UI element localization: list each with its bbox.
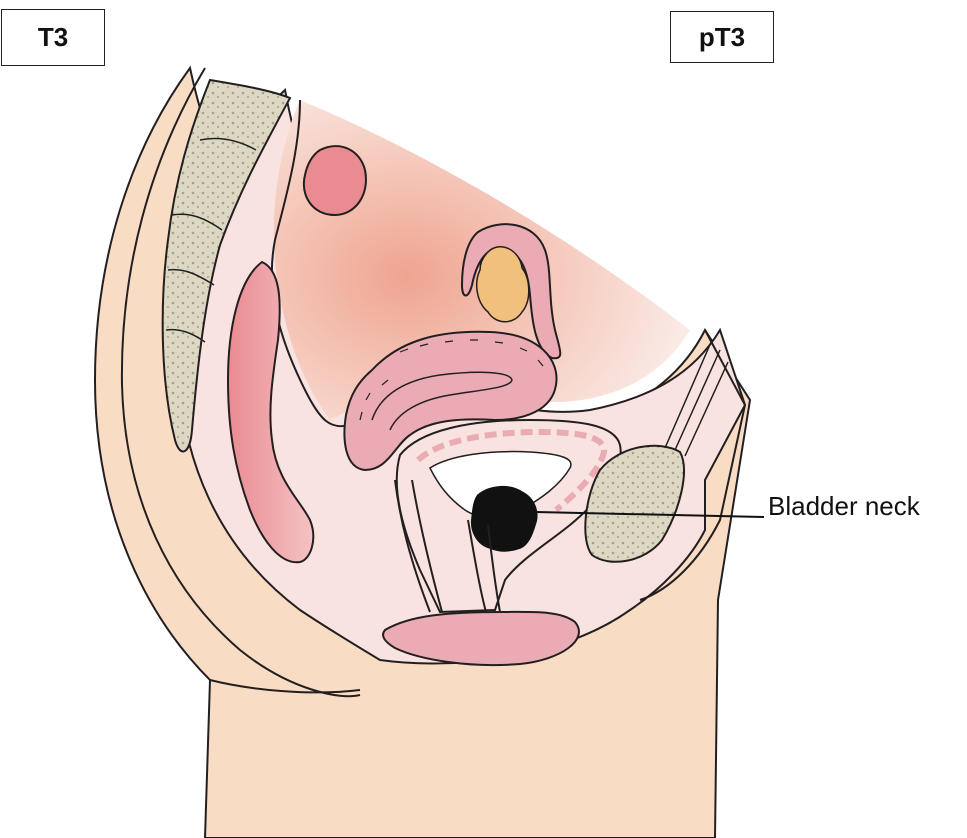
bowel-loop [302,145,367,217]
anterior-abdominal-wall [639,329,747,601]
bladder-neck-tumor [470,486,538,552]
fallopian-tube [460,223,562,360]
bladder-wall-dashed [415,428,607,513]
perineum [382,610,580,667]
gluteal-fold [209,679,361,694]
vaginal-canal [394,479,443,613]
uterus-inner-wall [371,371,513,431]
uterus-muscle-striations [359,339,544,421]
bladder-neck-label: Bladder neck [768,491,921,521]
urethra [467,519,501,613]
pathologic-stage-label: pT3 [670,11,774,63]
rectum [226,260,315,564]
pubic-bone [584,444,685,563]
sacrum-bone [161,78,292,453]
ovary [475,246,530,323]
clinical-stage-label: T3 [1,9,105,66]
bladder-lumen [429,450,572,519]
uterus [343,330,558,472]
abdominal-wall-line [120,67,361,698]
sacral-segment-lines [165,137,257,343]
callout-leader-line [535,511,765,518]
pubic-ligament [664,339,729,457]
